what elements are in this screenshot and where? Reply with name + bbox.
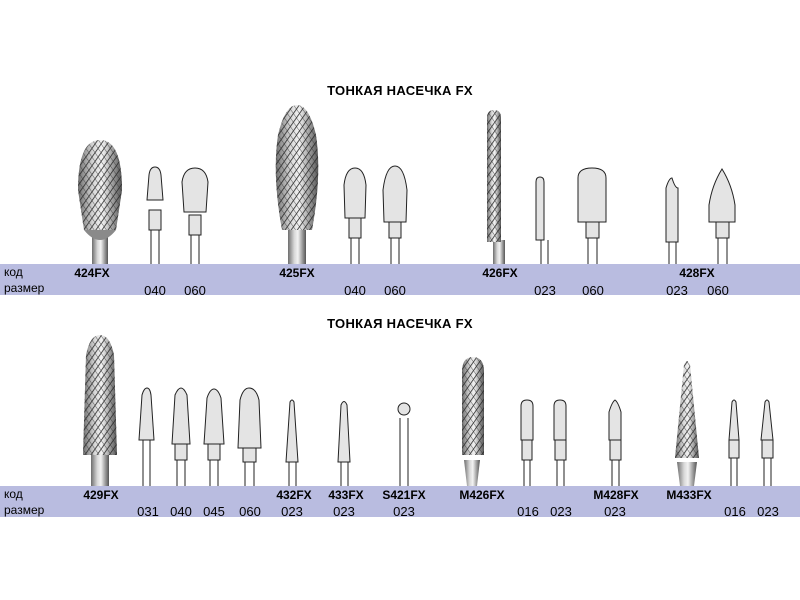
row-label-code: код xyxy=(4,265,23,279)
size-value: 016 xyxy=(517,504,539,519)
bur-drawing-433fx-023 xyxy=(337,401,351,486)
bur-drawing-429fx-031 xyxy=(138,387,155,486)
bur-drawing-m426fx-016 xyxy=(520,399,534,486)
bur-drawing-425fx-040 xyxy=(343,167,367,264)
size-value: 060 xyxy=(384,283,406,298)
product-code: 433FX xyxy=(328,488,364,502)
size-value: 023 xyxy=(393,504,415,519)
bur-photo-426fx xyxy=(487,110,505,264)
bur-drawing-429fx-060 xyxy=(237,387,262,486)
row-label-size: размер xyxy=(4,281,45,295)
size-value: 040 xyxy=(344,283,366,298)
bur-drawing-426fx-060 xyxy=(577,167,607,264)
size-value: 023 xyxy=(534,283,556,298)
size-value: 023 xyxy=(757,504,779,519)
product-code: 424FX xyxy=(74,266,110,280)
bur-photo-425fx xyxy=(275,105,319,264)
size-value: 045 xyxy=(203,504,225,519)
size-value: 023 xyxy=(333,504,355,519)
size-value: 060 xyxy=(184,283,206,298)
size-value: 040 xyxy=(144,283,166,298)
bur-photo-m433fx xyxy=(675,361,699,486)
product-code: 432FX xyxy=(276,488,312,502)
bur-drawing-426fx-023 xyxy=(535,176,549,264)
product-code: 426FX xyxy=(482,266,518,280)
product-code: M433FX xyxy=(666,488,712,502)
bur-drawing-429fx-040 xyxy=(171,387,191,486)
product-code: 428FX xyxy=(679,266,715,280)
bur-drawing-428fx-060 xyxy=(708,168,736,264)
size-value: 060 xyxy=(707,283,729,298)
size-value: 023 xyxy=(281,504,303,519)
product-code: M428FX xyxy=(593,488,639,502)
label-band xyxy=(0,264,800,295)
product-code: 425FX xyxy=(279,266,315,280)
product-code: 429FX xyxy=(83,488,119,502)
bur-drawing-m428fx-023 xyxy=(608,399,622,486)
bur-drawing-m426fx-023 xyxy=(553,399,567,486)
bur-drawing-m433fx-023 xyxy=(760,399,774,486)
bur-photo-424fx xyxy=(78,140,122,264)
size-value: 023 xyxy=(666,283,688,298)
bur-drawing-432fx-023 xyxy=(285,399,299,486)
bur-drawing-424fx-040 xyxy=(146,166,164,264)
product-code: S421FX xyxy=(382,488,426,502)
bur-photo-m426fx xyxy=(462,357,484,486)
size-value: 023 xyxy=(550,504,572,519)
bur-drawing-s421fx-023 xyxy=(397,402,411,486)
size-value: 040 xyxy=(170,504,192,519)
row-label-size: размер xyxy=(4,503,45,517)
size-value: 060 xyxy=(582,283,604,298)
bur-drawing-425fx-060 xyxy=(382,165,408,264)
bur-drawing-m433fx-016 xyxy=(728,399,740,486)
size-value: 023 xyxy=(604,504,626,519)
size-value: 016 xyxy=(724,504,746,519)
product-code: M426FX xyxy=(459,488,505,502)
bur-drawing-424fx-060 xyxy=(181,167,209,264)
size-value: 060 xyxy=(239,504,261,519)
section-title: ТОНКАЯ НАСЕЧКА FX xyxy=(327,83,473,98)
bur-photo-429fx xyxy=(83,335,117,486)
row-label-code: код xyxy=(4,487,23,501)
bur-drawing-428fx-023 xyxy=(665,177,679,264)
bur-drawing-429fx-045 xyxy=(203,388,225,486)
section-title: ТОНКАЯ НАСЕЧКА FX xyxy=(327,316,473,331)
size-value: 031 xyxy=(137,504,159,519)
label-band xyxy=(0,486,800,517)
